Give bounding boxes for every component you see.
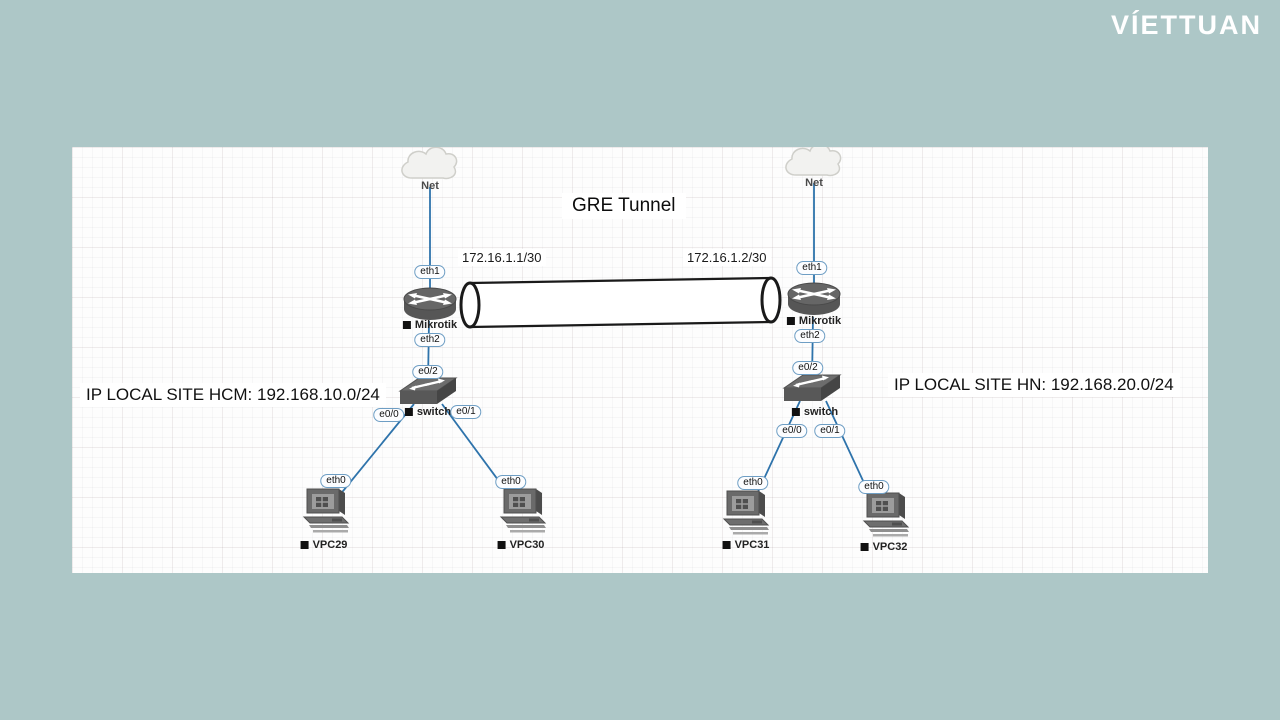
links-group <box>329 183 879 514</box>
tunnel-ip-right: 172.16.1.2/30 <box>683 249 771 266</box>
port-badge-r-e0-2: e0/2 <box>792 361 824 375</box>
port-badge-l-e0-0: e0/0 <box>373 408 405 422</box>
port-badge-r-eth2: eth2 <box>794 329 826 343</box>
label-square-icon <box>404 408 413 416</box>
vpc31-icon[interactable] <box>723 490 770 536</box>
port-badge-vpc31-eth0: eth0 <box>737 476 769 490</box>
vpc30-label: VPC30 <box>497 539 544 551</box>
cloud-left-icon[interactable] <box>401 147 458 180</box>
label-square-icon <box>860 543 869 551</box>
switch-right-label: switch <box>791 406 838 418</box>
port-badge-vpc32-eth0: eth0 <box>858 480 890 494</box>
router-left-label: Mikrotik <box>402 319 457 331</box>
port-badge-l-e0-2: e0/2 <box>412 365 444 379</box>
label-square-icon <box>497 541 506 549</box>
port-badge-vpc30-eth0: eth0 <box>495 475 527 489</box>
port-badge-l-e0-1: e0/1 <box>450 405 482 419</box>
switch-right-icon[interactable] <box>782 373 842 403</box>
site-hn-label: IP LOCAL SITE HN: 192.168.20.0/24 <box>888 373 1180 397</box>
vpc29-icon[interactable] <box>303 488 350 534</box>
site-hcm-label: IP LOCAL SITE HCM: 192.168.10.0/24 <box>80 383 386 407</box>
tunnel-ip-left: 172.16.1.1/30 <box>458 249 546 266</box>
label-square-icon <box>791 408 800 416</box>
router-right-label: Mikrotik <box>786 315 841 327</box>
vpc32-icon[interactable] <box>863 492 910 538</box>
vpc31-label: VPC31 <box>722 539 769 551</box>
cloud-left-label: Net <box>421 180 439 192</box>
vpc29-label: VPC29 <box>300 539 347 551</box>
label-square-icon <box>300 541 309 549</box>
switch-left-label: switch <box>404 406 451 418</box>
label-square-icon <box>786 317 795 325</box>
switch-left-icon[interactable] <box>398 376 458 406</box>
vpc32-label: VPC32 <box>860 541 907 553</box>
diagram-graphics <box>303 147 910 538</box>
diagram-canvas[interactable]: GRE Tunnel 172.16.1.1/30 172.16.1.2/30 I… <box>72 147 1208 573</box>
cloud-right-icon[interactable] <box>785 147 842 177</box>
router-right-icon[interactable] <box>786 281 842 317</box>
port-badge-r-eth1: eth1 <box>796 261 828 275</box>
router-left-icon[interactable] <box>402 286 458 322</box>
port-badge-l-eth1: eth1 <box>414 265 446 279</box>
gre-tunnel-shape <box>459 276 782 329</box>
gre-tunnel-title: GRE Tunnel <box>562 193 686 219</box>
port-badge-l-eth2: eth2 <box>414 333 446 347</box>
port-badge-r-e0-1: e0/1 <box>814 424 846 438</box>
cloud-right-label: Net <box>805 177 823 189</box>
label-square-icon <box>722 541 731 549</box>
port-badge-vpc29-eth0: eth0 <box>320 474 352 488</box>
port-badge-r-e0-0: e0/0 <box>776 424 808 438</box>
viettuan-logo: VÍETTUAN <box>1111 10 1262 40</box>
label-square-icon <box>402 321 411 329</box>
vpc30-icon[interactable] <box>500 488 547 534</box>
